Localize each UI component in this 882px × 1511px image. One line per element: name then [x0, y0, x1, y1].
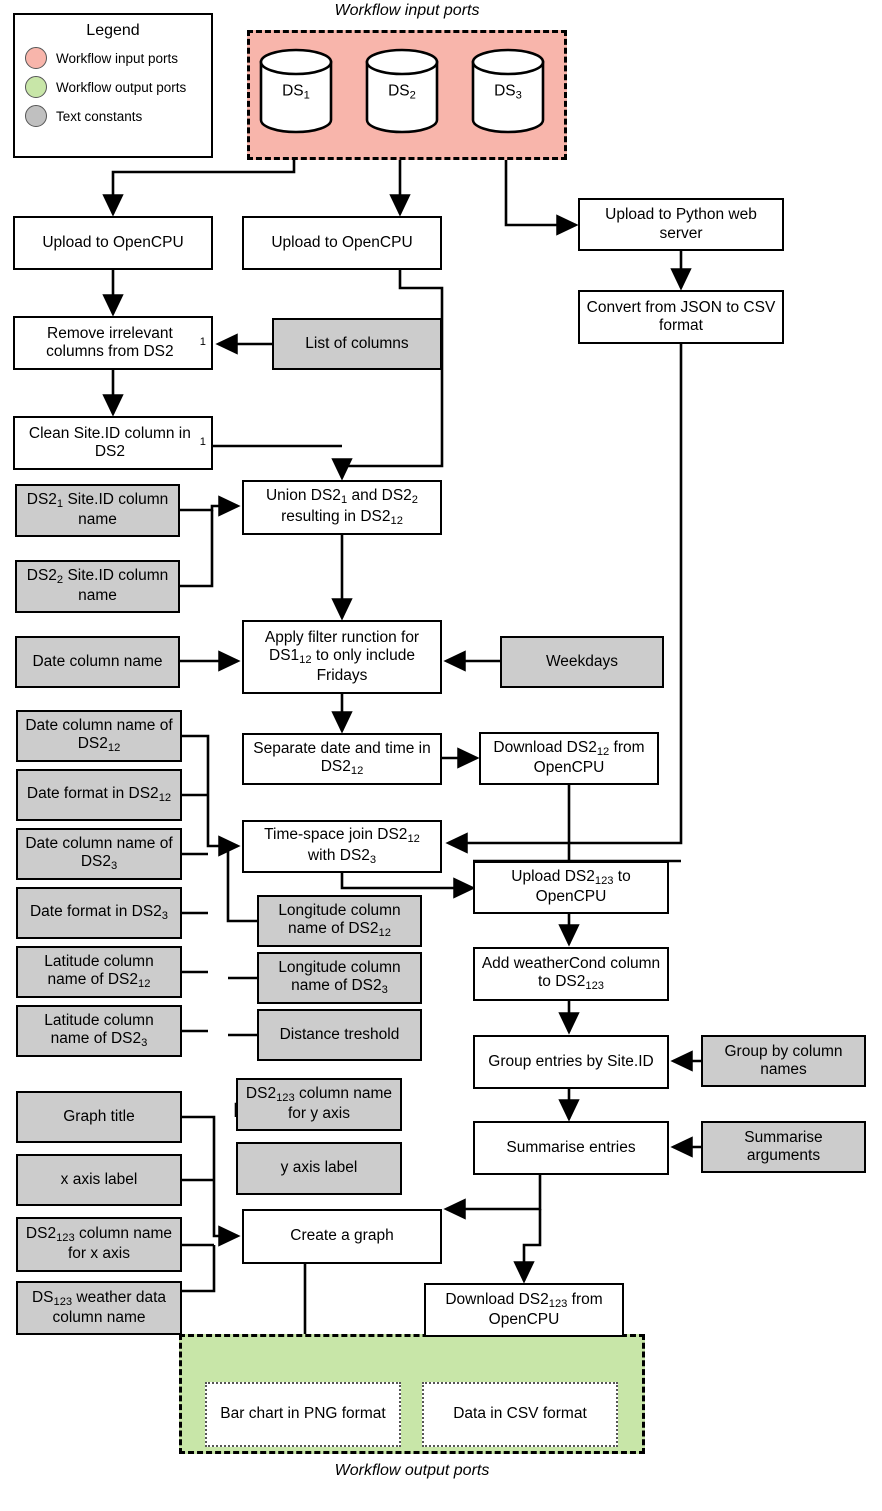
const-date-column-name-of-ds23[interactable]: Date column name of DS23 [16, 828, 182, 880]
node-group-entries-by-siteid[interactable]: Group entries by Site.ID [473, 1035, 669, 1089]
datasource-ds1[interactable]: DS1 [258, 48, 334, 134]
const-latitude-column-name-of-ds23[interactable]: Latitude column name of DS23 [16, 1005, 182, 1057]
node-download-ds2123-from-opencpu[interactable]: Download DS2123 from OpenCPU [424, 1283, 624, 1337]
legend-item-output-ports: Workflow output ports [25, 76, 211, 98]
const-longitude-column-name-of-ds212[interactable]: Longitude column name of DS212 [257, 895, 422, 947]
const-graph-title[interactable]: Graph title [16, 1091, 182, 1143]
const-group-by-column-names[interactable]: Group by column names [701, 1035, 866, 1087]
const-latitude-column-name-of-ds212[interactable]: Latitude column name of DS212 [16, 946, 182, 998]
node-add-weathercond-column[interactable]: Add weatherCond column to DS2123 [473, 947, 669, 1001]
const-ds21-siteid-column-name[interactable]: DS21 Site.ID column name [15, 484, 180, 537]
const-ds22-siteid-column-name[interactable]: DS22 Site.ID column name [15, 560, 180, 613]
node-time-space-join[interactable]: Time-space join DS212 with DS23 [242, 820, 442, 873]
const-y-axis-label[interactable]: y axis label [236, 1142, 402, 1195]
node-upload-to-opencpu-2[interactable]: Upload to OpenCPU [242, 216, 442, 270]
input-ports-group-label: Workflow input ports [334, 2, 480, 19]
output-port-data-csv[interactable]: Data in CSV format [422, 1382, 618, 1447]
node-union-ds21-ds22[interactable]: Union DS21 and DS22 resulting in DS212 [242, 480, 442, 535]
datasource-ds1-label: DS1 [282, 82, 310, 102]
const-date-column-name-of-ds212[interactable]: Date column name of DS212 [16, 710, 182, 762]
const-ds2123-column-name-for-y-axis[interactable]: DS2123 column name for y axis [236, 1078, 402, 1131]
legend-panel: Legend Workflow input ports Workflow out… [13, 13, 213, 158]
legend-title: Legend [86, 22, 140, 39]
const-ds2123-column-name-for-x-axis[interactable]: DS2123 column name for x axis [16, 1217, 182, 1272]
node-upload-to-python-web-server[interactable]: Upload to Python web server [578, 198, 784, 251]
legend-swatch-text-constants [25, 105, 47, 127]
node-upload-to-opencpu-1[interactable]: Upload to OpenCPU [13, 216, 213, 270]
const-distance-threshold[interactable]: Distance treshold [257, 1009, 422, 1061]
node-convert-json-to-csv[interactable]: Convert from JSON to CSV format [578, 290, 784, 344]
node-summarise-entries[interactable]: Summarise entries [473, 1121, 669, 1175]
legend-swatch-output-ports [25, 76, 47, 98]
node-remove-irrelevant-columns-text: Remove irrelevant columns from DS2 [46, 324, 174, 360]
const-summarise-arguments[interactable]: Summarise arguments [701, 1121, 866, 1173]
const-date-column-name[interactable]: Date column name [15, 636, 180, 688]
legend-swatch-input-ports [25, 47, 47, 69]
node-apply-filter-fridays[interactable]: Apply filter runction for DS112 to only … [242, 620, 442, 694]
datasource-ds3[interactable]: DS3 [470, 48, 546, 134]
const-x-axis-label[interactable]: x axis label [16, 1154, 182, 1206]
const-list-of-columns[interactable]: List of columns [272, 318, 442, 370]
legend-item-text-constants: Text constants [25, 105, 211, 127]
node-clean-siteid-column-text: Clean Site.ID column in DS2 [28, 424, 191, 460]
datasource-ds2-label: DS2 [388, 82, 416, 102]
node-download-ds212-from-opencpu[interactable]: Download DS212 from OpenCPU [479, 732, 659, 785]
legend-label-text-constants: Text constants [56, 108, 143, 124]
legend-label-output-ports: Workflow output ports [56, 79, 187, 95]
datasource-ds2[interactable]: DS2 [364, 48, 440, 134]
const-date-format-in-ds212[interactable]: Date format in DS212 [16, 769, 182, 821]
node-create-a-graph[interactable]: Create a graph [242, 1209, 442, 1264]
const-longitude-column-name-of-ds23[interactable]: Longitude column name of DS23 [257, 952, 422, 1004]
const-ds123-weather-data-column-name[interactable]: DS123 weather data column name [16, 1281, 182, 1335]
node-separate-date-and-time[interactable]: Separate date and time in DS212 [242, 733, 442, 785]
datasource-ds3-label: DS3 [494, 82, 522, 102]
node-upload-ds2123-to-opencpu[interactable]: Upload DS2123 to OpenCPU [473, 861, 669, 914]
legend-label-input-ports: Workflow input ports [56, 50, 179, 66]
const-date-format-in-ds23[interactable]: Date format in DS23 [16, 887, 182, 939]
output-port-bar-chart-png[interactable]: Bar chart in PNG format [205, 1382, 401, 1447]
const-weekdays[interactable]: Weekdays [500, 636, 664, 688]
output-ports-group-label: Workflow output ports [334, 1462, 490, 1479]
legend-item-input-ports: Workflow input ports [25, 47, 211, 69]
